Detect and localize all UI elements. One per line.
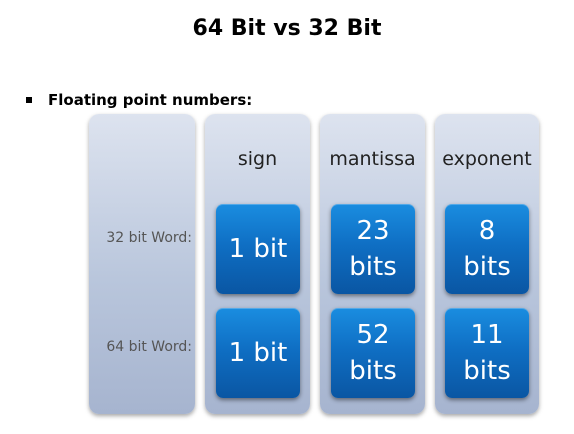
page-title: 64 Bit vs 32 Bit <box>192 16 382 41</box>
box-64-sign: 1 bit <box>216 308 300 398</box>
box-32-sign: 1 bit <box>216 204 300 294</box>
bullet-square-icon <box>26 97 32 103</box>
header-mantissa: mantissa <box>329 148 416 170</box>
header-exponent: exponent <box>442 148 532 170</box>
row-label-column <box>89 114 195 414</box>
row-label-32bit: 32 bit Word: <box>106 230 192 246</box>
header-sign: sign <box>237 148 278 170</box>
bullet-item: Floating point numbers: <box>26 91 252 109</box>
bullet-text: Floating point numbers: <box>48 91 253 109</box>
row-label-64bit: 64 bit Word: <box>106 339 192 355</box>
